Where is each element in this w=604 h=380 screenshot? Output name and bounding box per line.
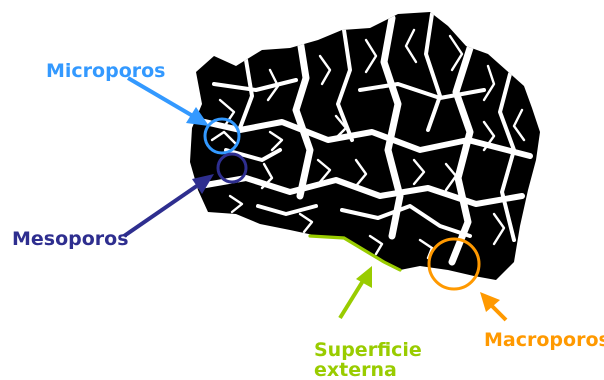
mesoporos-label: Mesoporos — [12, 228, 129, 250]
superficie-label-line2: externa — [314, 359, 397, 380]
mesoporos-arrow — [124, 174, 214, 236]
porous-particle — [190, 12, 540, 280]
macroporos-label: Macroporos — [484, 329, 604, 351]
macroporos-arrow — [480, 292, 506, 320]
superficie-arrow — [340, 266, 372, 318]
superficie-label-line1: Superficie — [314, 339, 422, 361]
microporos-arrow — [128, 78, 209, 126]
microporos-label: Microporos — [46, 60, 166, 82]
